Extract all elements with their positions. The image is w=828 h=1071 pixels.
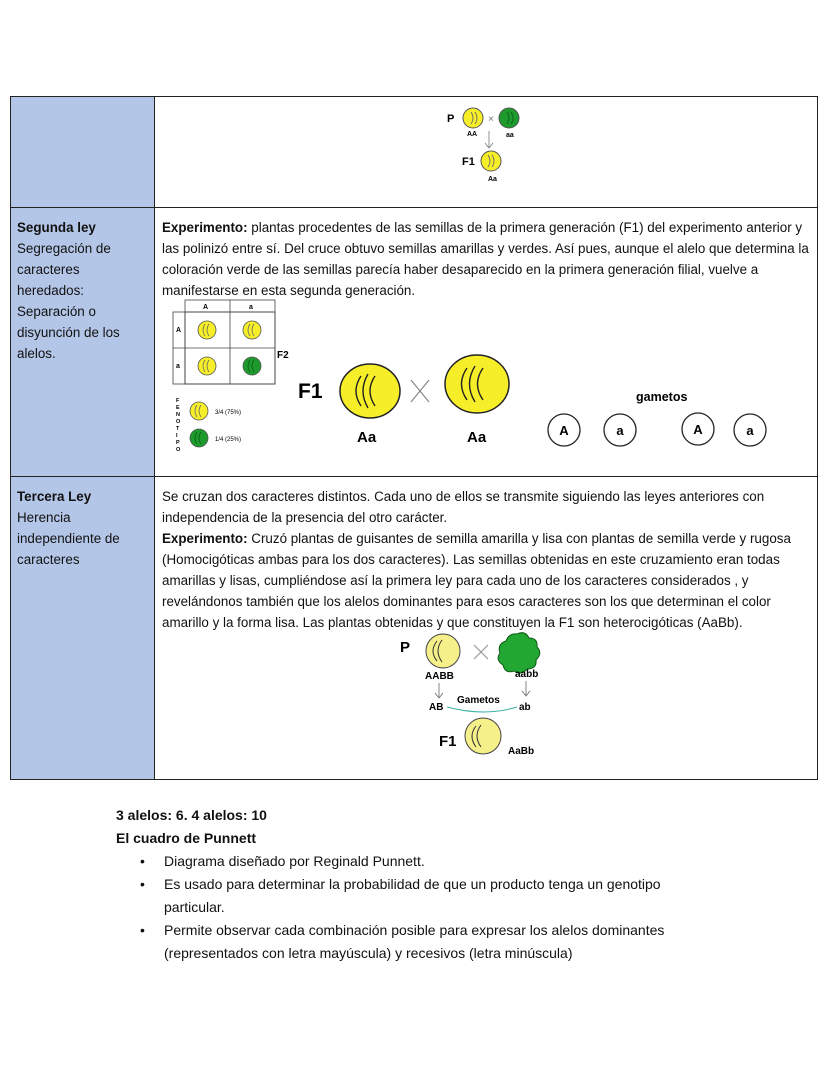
yellow-seed-icon bbox=[197, 356, 217, 376]
table-row: Tercera Ley Herencia independiente de ca… bbox=[10, 476, 818, 780]
table-row: Segunda ley Segregación de caracteres he… bbox=[10, 207, 818, 477]
svg-text:E: E bbox=[176, 405, 180, 411]
gametes-label: Gametos bbox=[457, 695, 500, 706]
svg-text:a: a bbox=[616, 423, 624, 438]
wrinkled-green-seed-icon bbox=[497, 632, 541, 674]
genotype-label: aabb bbox=[515, 669, 538, 680]
alleles-heading: 3 alelos: 6. 4 alelos: 10 bbox=[116, 807, 267, 823]
genotype-label: Aa bbox=[357, 429, 377, 446]
content-cell: Experimento: plantas procedentes de las … bbox=[154, 207, 818, 477]
fenotipo-label: F E N O T I P O bbox=[176, 398, 181, 453]
gamete-circle: a bbox=[603, 413, 637, 447]
yellow-seed-icon bbox=[444, 354, 510, 414]
first-law-diagram: P × AA aa F1 bbox=[447, 107, 520, 183]
list-item: •Diagrama diseñado por Reginald Punnett. bbox=[140, 850, 724, 873]
label-cell: Segunda ley Segregación de caracteres he… bbox=[10, 207, 155, 477]
cross-symbol: × bbox=[488, 114, 494, 125]
bullet-icon: • bbox=[140, 922, 145, 938]
content-cell: Se cruzan dos caracteres distintos. Cada… bbox=[154, 476, 818, 780]
allele-label: A bbox=[203, 304, 208, 311]
ratio-label: 1/4 (25%) bbox=[215, 437, 241, 443]
svg-text:a: a bbox=[746, 423, 754, 438]
experiment-text: plantas procedentes de las semillas de l… bbox=[162, 220, 809, 298]
label-cell bbox=[10, 96, 155, 208]
label-cell: Tercera Ley Herencia independiente de ca… bbox=[10, 476, 155, 780]
punnett-square: A a A a bbox=[172, 299, 289, 385]
gamete-connector bbox=[446, 706, 518, 713]
cross-icon bbox=[410, 379, 430, 403]
svg-text:A: A bbox=[559, 423, 569, 438]
arrow-icon bbox=[521, 681, 531, 697]
f1-label: F1 bbox=[439, 733, 457, 750]
intro-text: Se cruzan dos caracteres distintos. Cada… bbox=[162, 489, 765, 525]
experiment-label: Experimento: bbox=[162, 220, 248, 235]
genotype-label: AABB bbox=[425, 671, 454, 682]
svg-text:T: T bbox=[176, 426, 180, 432]
genotype-label: AaBb bbox=[508, 746, 534, 757]
yellow-seed-icon bbox=[462, 107, 484, 129]
law-title: Segunda ley bbox=[17, 220, 96, 235]
svg-text:O: O bbox=[176, 419, 181, 425]
parent-label: P bbox=[400, 639, 410, 656]
bullet-icon: • bbox=[140, 853, 145, 869]
experiment-paragraph: Experimento: plantas procedentes de las … bbox=[155, 208, 817, 301]
list-item: •Permite observar cada combinación posib… bbox=[140, 919, 724, 965]
content-cell: P × AA aa F1 bbox=[154, 96, 818, 208]
allele-label: a bbox=[176, 363, 180, 370]
green-seed-icon bbox=[498, 107, 520, 129]
yellow-seed-icon bbox=[197, 320, 217, 340]
second-law-diagram: A a A a bbox=[172, 299, 767, 453]
bullet-list: •Diagrama diseñado por Reginald Punnett.… bbox=[116, 850, 724, 965]
svg-text:O: O bbox=[176, 447, 181, 453]
yellow-seed-icon bbox=[480, 150, 502, 172]
law-title: Tercera Ley bbox=[17, 489, 92, 504]
green-seed-icon bbox=[189, 428, 209, 448]
f2-label: F2 bbox=[277, 350, 289, 361]
svg-text:A: A bbox=[693, 422, 703, 437]
allele-label: a bbox=[249, 304, 253, 311]
table-row: P × AA aa F1 bbox=[10, 96, 818, 208]
yellow-seed-icon bbox=[242, 320, 262, 340]
svg-text:I: I bbox=[176, 433, 178, 439]
f1-label: F1 bbox=[462, 156, 475, 168]
f1-label: F1 bbox=[298, 380, 323, 403]
experiment-text: Cruzó plantas de guisantes de semilla am… bbox=[162, 531, 791, 630]
allele-label: A bbox=[176, 327, 181, 334]
punnett-section: 3 alelos: 6. 4 alelos: 10 El cuadro de P… bbox=[116, 804, 724, 965]
third-law-diagram: P AABB aabb bbox=[400, 632, 541, 757]
yellow-seed-icon bbox=[425, 633, 461, 669]
yellow-seed-icon bbox=[189, 401, 209, 421]
svg-text:P: P bbox=[176, 440, 180, 446]
green-seed-icon bbox=[242, 356, 262, 376]
arrow-icon bbox=[484, 131, 494, 149]
gamete-circle: A bbox=[681, 412, 715, 446]
ratio-label: 3/4 (75%) bbox=[215, 410, 241, 416]
genotype-label: Aa bbox=[488, 176, 497, 183]
yellow-seed-icon bbox=[339, 363, 401, 419]
genotype-label: Aa bbox=[467, 429, 487, 446]
law-subtitle: Segregación de caracteres heredados: Sep… bbox=[17, 241, 120, 361]
yellow-seed-icon bbox=[464, 717, 502, 755]
svg-text:F: F bbox=[176, 398, 180, 404]
arrow-icon bbox=[434, 683, 444, 699]
cross-icon bbox=[473, 644, 489, 660]
law-subtitle: Herencia independiente de caracteres bbox=[17, 510, 120, 567]
gamete-label: ab bbox=[519, 702, 531, 713]
gametes-label: gametos bbox=[636, 390, 687, 404]
svg-text:N: N bbox=[176, 412, 180, 418]
experiment-label: Experimento: bbox=[162, 531, 248, 546]
gamete-circle: A bbox=[547, 413, 581, 447]
bullet-icon: • bbox=[140, 876, 145, 892]
list-item: •Es usado para determinar la probabilida… bbox=[140, 873, 724, 919]
genotype-label: aa bbox=[506, 132, 514, 139]
parent-label: P bbox=[447, 113, 454, 125]
punnett-heading: El cuadro de Punnett bbox=[116, 830, 257, 846]
genotype-label: AA bbox=[467, 131, 477, 138]
genetics-table: P × AA aa F1 bbox=[10, 96, 818, 780]
gamete-circle: a bbox=[733, 413, 767, 447]
experiment-paragraph: Se cruzan dos caracteres distintos. Cada… bbox=[155, 477, 817, 633]
gamete-label: AB bbox=[429, 702, 443, 713]
